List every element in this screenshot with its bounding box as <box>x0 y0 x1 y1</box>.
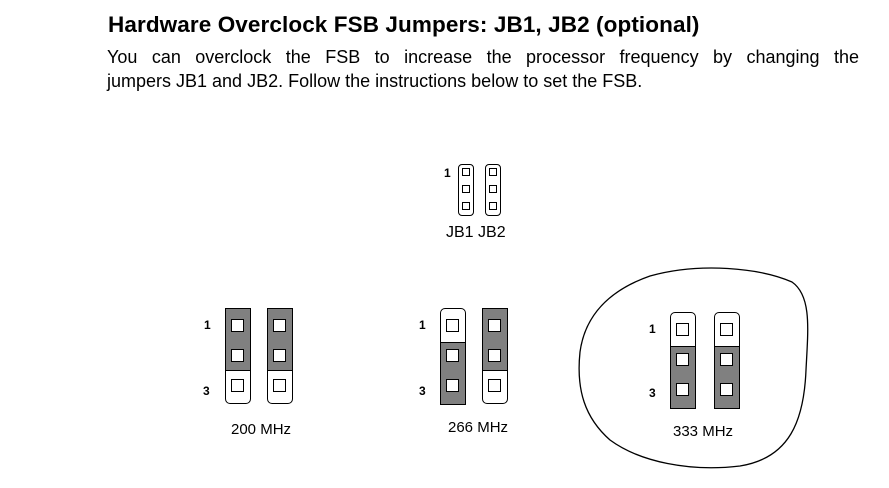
frequency-label: 266 MHz <box>448 419 509 436</box>
pin-label-1: 1 <box>649 322 656 336</box>
page-heading: Hardware Overclock FSB Jumpers: JB1, JB2… <box>108 12 700 37</box>
pin <box>488 379 501 392</box>
legend-pin <box>488 168 497 176</box>
setting-200mhz: 1 3 200 MHz <box>200 307 310 448</box>
pin <box>720 383 733 396</box>
jb1-legend-jumper <box>458 164 474 216</box>
legend-pin <box>461 185 470 193</box>
pin <box>488 319 501 332</box>
pin-label-3: 3 <box>649 386 656 400</box>
pin <box>273 319 286 332</box>
pin <box>273 349 286 362</box>
jb1-jumper <box>439 308 466 405</box>
pin <box>231 319 244 332</box>
jb2-jumper <box>266 307 293 404</box>
pin <box>676 353 689 366</box>
jb1-jumper <box>669 312 696 409</box>
legend-pin <box>488 202 497 210</box>
pin <box>446 379 459 392</box>
pin <box>720 353 733 366</box>
pin <box>231 379 244 392</box>
legend-pin <box>488 185 497 193</box>
jumper-legend: 1 JB1 JB2 <box>444 162 524 252</box>
intro-line-1: You can overclock the FSB to increase th… <box>107 47 859 67</box>
intro-paragraph: You can overclock the FSB to increase th… <box>107 45 859 93</box>
setting-333mhz: 1 3 333 MHz <box>646 312 756 452</box>
jumper-cap <box>266 307 293 371</box>
jb1-jumper <box>224 307 251 404</box>
legend-pin <box>461 202 470 210</box>
pin-label-1: 1 <box>204 318 211 332</box>
legend-pin-number: 1 <box>444 166 451 180</box>
pin <box>488 349 501 362</box>
setting-266mhz: 1 3 266 MHz <box>416 307 526 448</box>
pin <box>273 379 286 392</box>
jumper-cap <box>669 346 696 409</box>
pin <box>720 323 733 336</box>
frequency-label: 200 MHz <box>231 421 292 438</box>
pin <box>231 349 244 362</box>
pin <box>676 323 689 336</box>
pin-label-1: 1 <box>419 318 426 332</box>
legend-label: JB1 JB2 <box>446 224 506 241</box>
legend-pin <box>461 168 470 176</box>
pin <box>446 319 459 332</box>
pin-label-3: 3 <box>203 384 210 398</box>
frequency-label: 333 MHz <box>673 423 734 440</box>
intro-line-2: jumpers JB1 and JB2. Follow the instruct… <box>107 71 643 91</box>
jb2-jumper <box>713 312 740 409</box>
jb2-jumper <box>481 307 508 404</box>
pin <box>676 383 689 396</box>
jb2-legend-jumper <box>485 164 501 216</box>
pin-label-3: 3 <box>419 384 426 398</box>
pin <box>446 349 459 362</box>
